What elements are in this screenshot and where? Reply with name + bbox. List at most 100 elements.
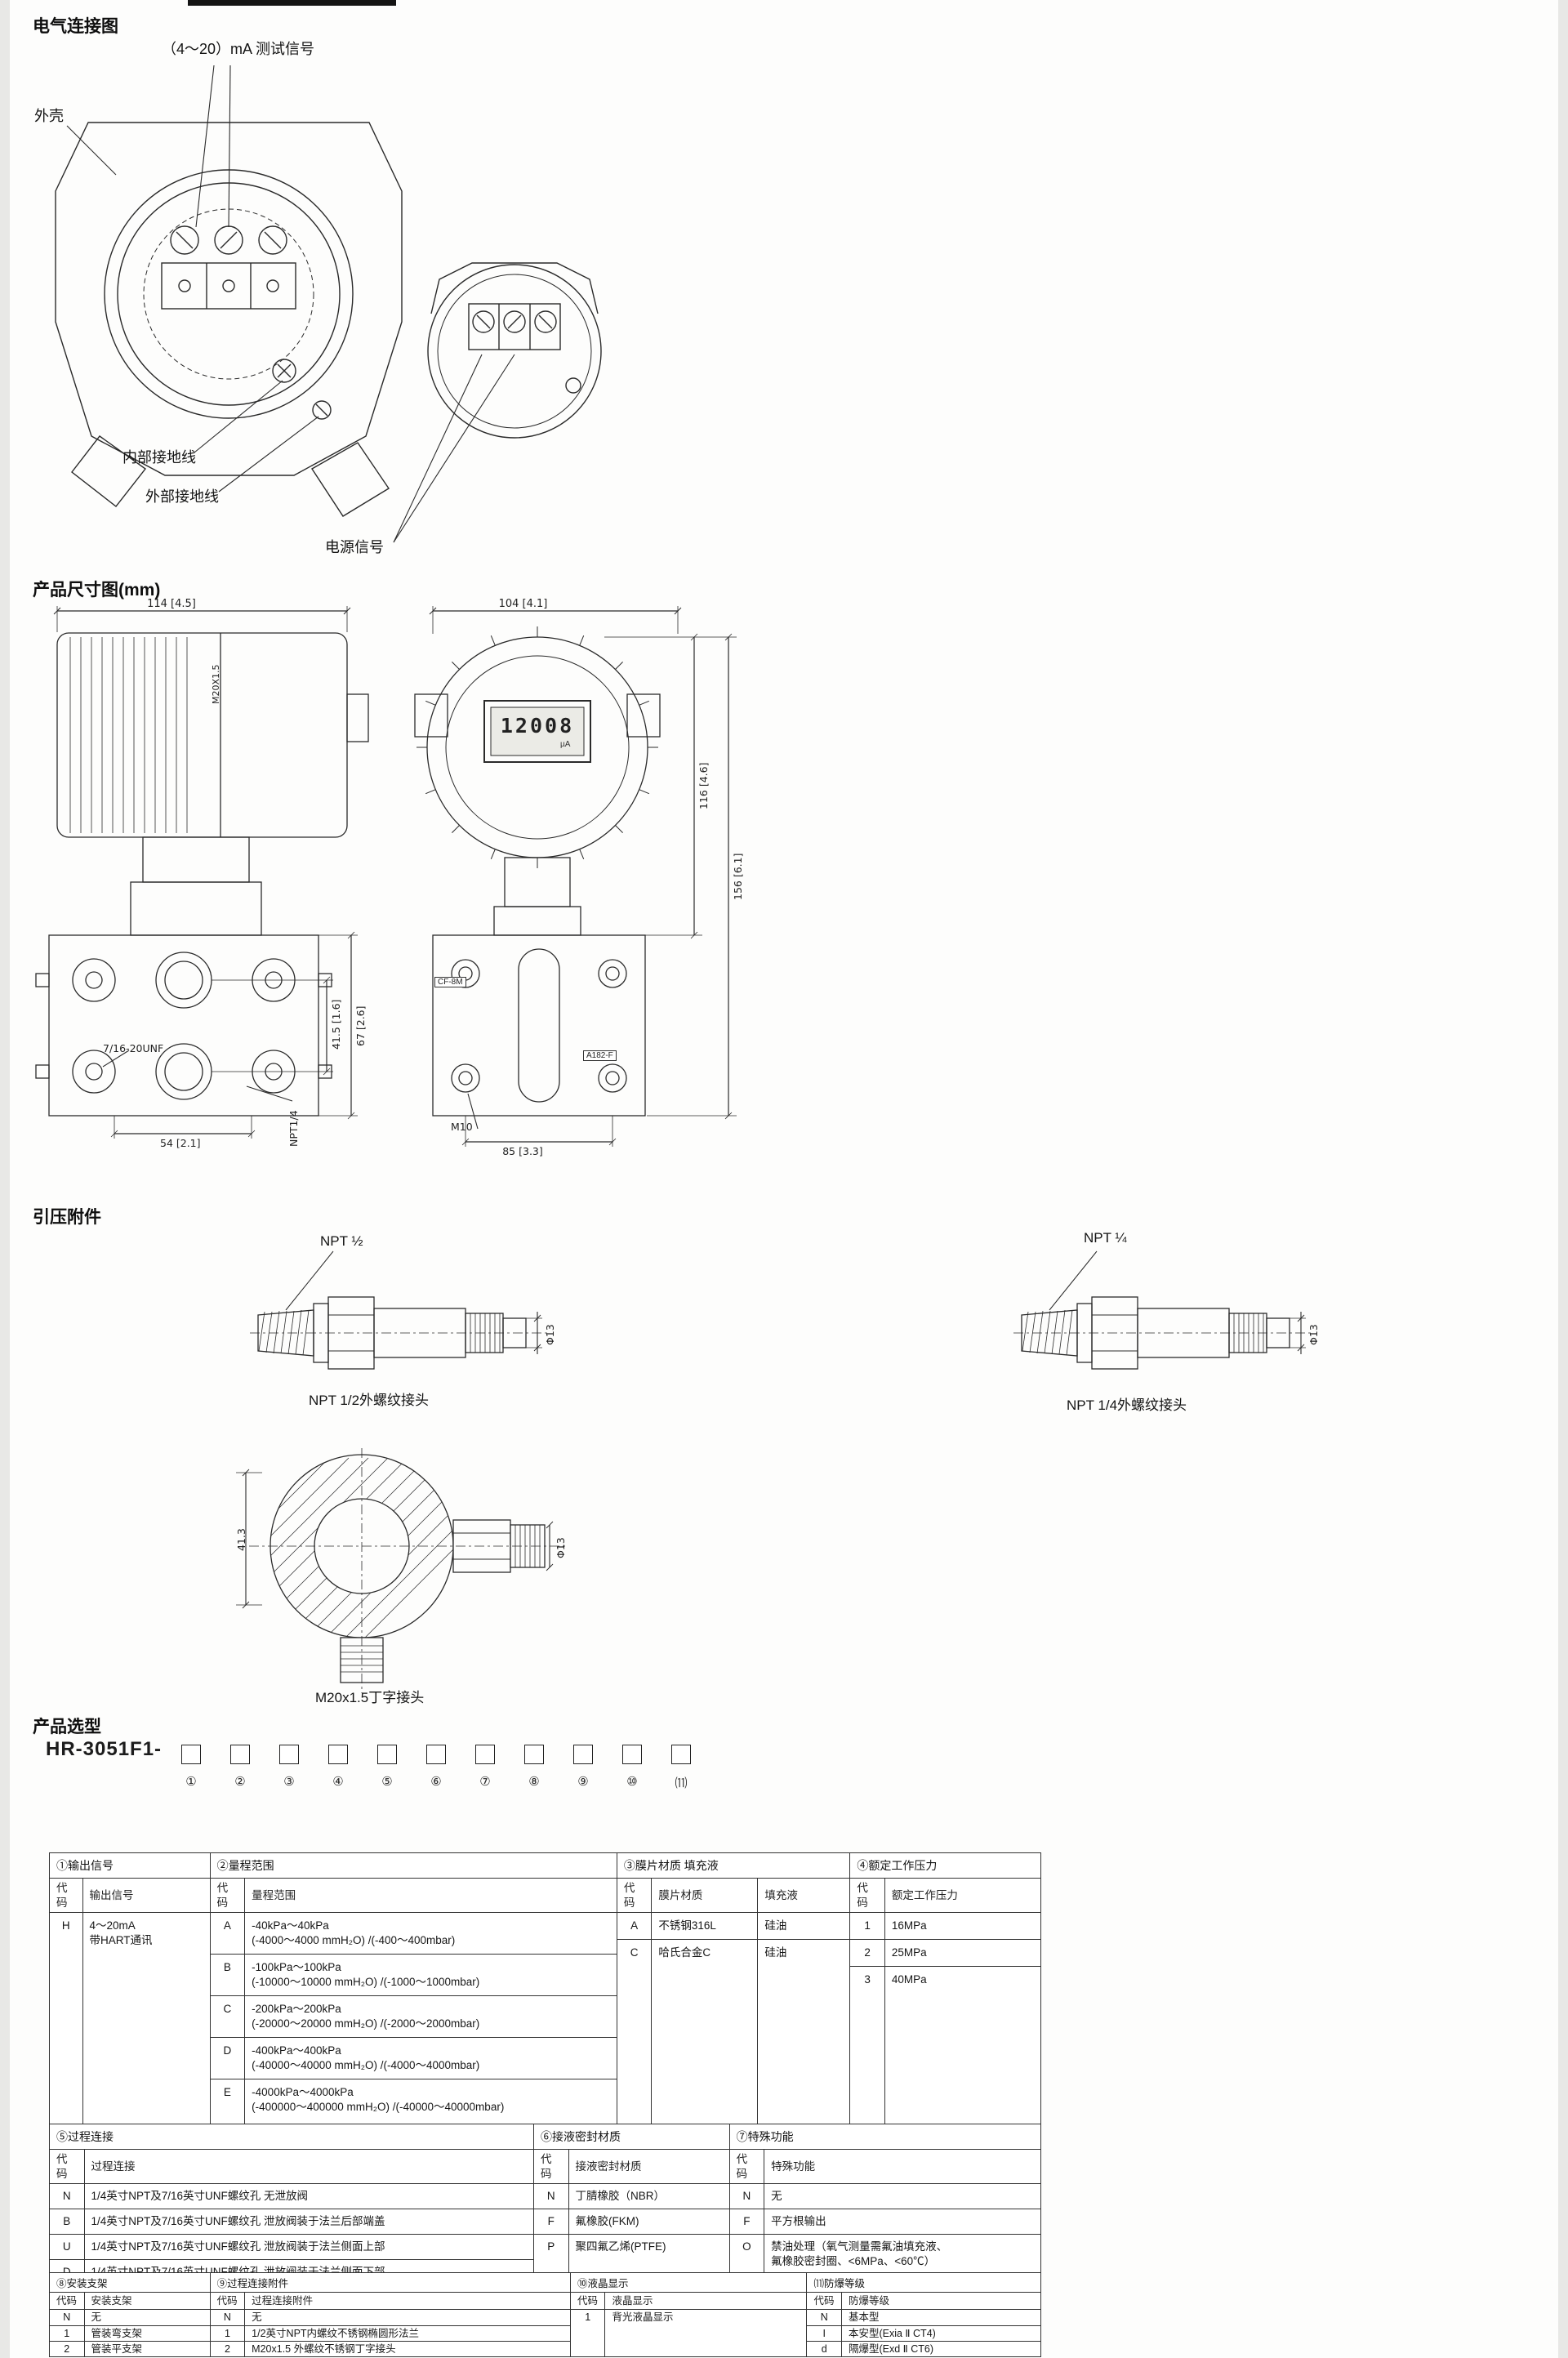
selection-checkbox[interactable]	[475, 1745, 495, 1764]
housing-front-view	[55, 122, 403, 517]
selection-position-number: ⑧	[528, 1775, 540, 1789]
spec-filler-cell	[651, 1966, 759, 2124]
spec-value: -200kPa～200kPa(-20000～20000 mmH₂O) /(-20…	[244, 1995, 617, 2038]
label-test-signal: （4～20）mA 测试信号	[162, 41, 315, 57]
transmitter-front-view	[35, 606, 369, 1117]
selection-position-number: ⑩	[626, 1775, 638, 1789]
label-bolt-size: M10	[451, 1121, 473, 1133]
label-npt14-thread: NPT ¼	[1084, 1230, 1127, 1246]
spec-col-header: 安装支架	[91, 2295, 132, 2307]
spec-value: 本安型(Exia Ⅱ CT4)	[841, 2325, 1040, 2342]
spec-code: F	[534, 2209, 569, 2235]
spec-value: 16MPa	[884, 1912, 1040, 1940]
selection-checkbox[interactable]	[426, 1745, 446, 1764]
selection-checkbox[interactable]	[377, 1745, 397, 1764]
spec-filler-cell	[245, 2120, 617, 2124]
spec-filler-row	[50, 1954, 210, 2124]
label-cable-entry-thread: M20X1.5	[211, 664, 221, 704]
spec-value: 隔爆型(Exd Ⅱ CT6)	[841, 2340, 1040, 2356]
spec-code: U	[50, 2234, 85, 2260]
spec-section-title: ①输出信号	[50, 1853, 210, 1879]
caption-m20: M20x1.5丁字接头	[315, 1690, 425, 1705]
selection-position-number: ⑥	[430, 1775, 442, 1789]
spec-code: 1	[210, 2325, 246, 2342]
selection-checkbox[interactable]	[181, 1745, 201, 1764]
selection-position-number: ④	[332, 1775, 344, 1789]
spec-code: D	[50, 2258, 85, 2272]
spec-filler-cell	[568, 2259, 729, 2272]
spec-code: N	[50, 2309, 85, 2325]
spec-code: B	[210, 1954, 246, 1996]
model-number-prefix: HR-3051F1-	[46, 1738, 163, 1760]
spec-value: -4000kPa～4000kPa(-400000～400000 mmH₂O) /…	[244, 2078, 617, 2120]
spec-code: O	[729, 2233, 765, 2272]
spec-code: B	[50, 2209, 85, 2235]
spec-code: 1	[50, 2325, 85, 2342]
spec-value: 聚四氟乙烯(PTFE)	[568, 2233, 729, 2259]
spec-value: 不锈钢316L	[651, 1912, 759, 1940]
spec-filler-cell	[758, 1966, 850, 2124]
selection-box-row	[181, 1745, 691, 1764]
housing-back-view	[427, 262, 602, 439]
dim-m20-height: 41.3	[235, 1528, 247, 1551]
m20-tee-fitting-drawing	[236, 1448, 568, 1693]
spec-filler-cell	[82, 1954, 210, 2124]
spec-section-title: ⑨过程连接附件	[210, 2273, 570, 2293]
selection-checkbox[interactable]	[622, 1745, 642, 1764]
label-power-signal: 电源信号	[325, 539, 384, 555]
spec-section-title: ⑥接液密封材质	[534, 2124, 729, 2150]
spec-col-header: 代码	[617, 1879, 653, 1913]
dim-flange-width: 85 [3.3]	[502, 1145, 543, 1157]
selection-checkbox[interactable]	[279, 1745, 299, 1764]
spec-code: A	[210, 1912, 246, 1955]
spec-code: 3	[850, 1965, 885, 1993]
spec-filler-cell	[534, 2258, 569, 2272]
spec-value: 管装弯支架	[84, 2325, 210, 2342]
spec-filler-row	[210, 2120, 617, 2124]
spec-value: 氟橡胶(FKM)	[568, 2209, 729, 2235]
selection-checkbox[interactable]	[328, 1745, 348, 1764]
electrical-connection-drawing	[55, 65, 602, 543]
selection-position-number: ⑤	[381, 1775, 393, 1789]
spec-col-header: 代码	[850, 1879, 885, 1913]
lcd-display-value: 12008	[500, 714, 575, 738]
spec-code: N	[534, 2183, 569, 2209]
spec-code: 2	[210, 2340, 246, 2356]
spec-section-title: ⑩液晶显示	[570, 2273, 807, 2293]
dim-height-1: 116 [4.6]	[697, 762, 710, 809]
spec-value: 无	[764, 2183, 1040, 2209]
spec-col-header: 代码	[729, 2150, 765, 2184]
selection-checkbox[interactable]	[671, 1745, 691, 1764]
selection-position-number: ①	[185, 1775, 197, 1789]
spec-section-title: ④额定工作压力	[850, 1853, 1040, 1879]
selection-checkbox[interactable]	[573, 1745, 593, 1764]
selection-checkbox[interactable]	[230, 1745, 250, 1764]
spec-filler-cell	[884, 1993, 1040, 2124]
caption-npt12: NPT 1/2外螺纹接头	[309, 1393, 430, 1408]
material-tag-right: A182-F	[583, 1050, 617, 1061]
dim-side-width: 104 [4.1]	[498, 598, 548, 610]
spec-code: d	[807, 2340, 842, 2356]
spec-value: 禁油处理（氧气测量需氟油填充液、氟橡胶密封圈、<6MPa、<60℃）	[764, 2233, 1040, 2272]
selection-checkbox[interactable]	[524, 1745, 544, 1764]
spec-col-header: 代码	[210, 1879, 246, 1913]
